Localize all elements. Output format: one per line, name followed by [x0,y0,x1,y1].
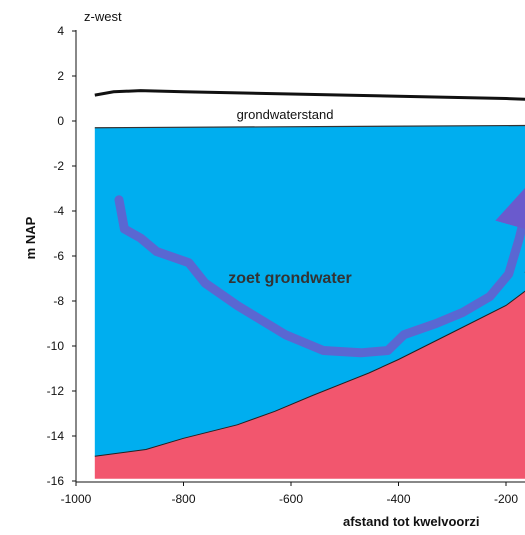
plot-area: zoet grondwater grondwaterstand [94,89,525,479]
y-tick-label: -6 [53,249,64,263]
y-tick-label: -12 [47,384,65,398]
x-tick-label: -600 [279,492,303,506]
y-axis-ticks: 4 2 0 -2 -4 -6 -8 -10 -12 -14 -16 [47,24,76,488]
y-axis-title: m NAP [23,216,38,259]
x-tick-label: -200 [494,492,518,506]
y-tick-label: -4 [53,204,64,218]
y-tick-label: 2 [57,69,64,83]
saline-interface-line [94,271,525,457]
x-axis-title: afstand tot kwelvoorzi [343,514,480,529]
y-tick-label: -8 [53,294,64,308]
groundwater-level-line [94,124,525,129]
saline-layer-area [94,285,525,479]
x-tick-label: -800 [171,492,195,506]
groundwater-label: grondwaterstand [237,107,334,122]
y-tick-label: -2 [53,159,64,173]
direction-label: z-west [84,9,122,24]
flow-arrow [114,176,525,358]
y-tick-label: -16 [47,474,65,488]
x-tick-label: -1000 [61,492,92,506]
surface-level-line [94,89,525,101]
y-tick-label: -10 [47,339,65,353]
fresh-water-label: zoet grondwater [228,270,352,287]
fresh-water-area [94,125,525,457]
y-tick-label: -14 [47,429,65,443]
x-axis-ticks: -1000 -800 -600 -400 -200 [61,482,518,506]
x-tick-label: -400 [386,492,410,506]
y-tick-label: 0 [57,114,64,128]
y-tick-label: 4 [57,24,64,38]
